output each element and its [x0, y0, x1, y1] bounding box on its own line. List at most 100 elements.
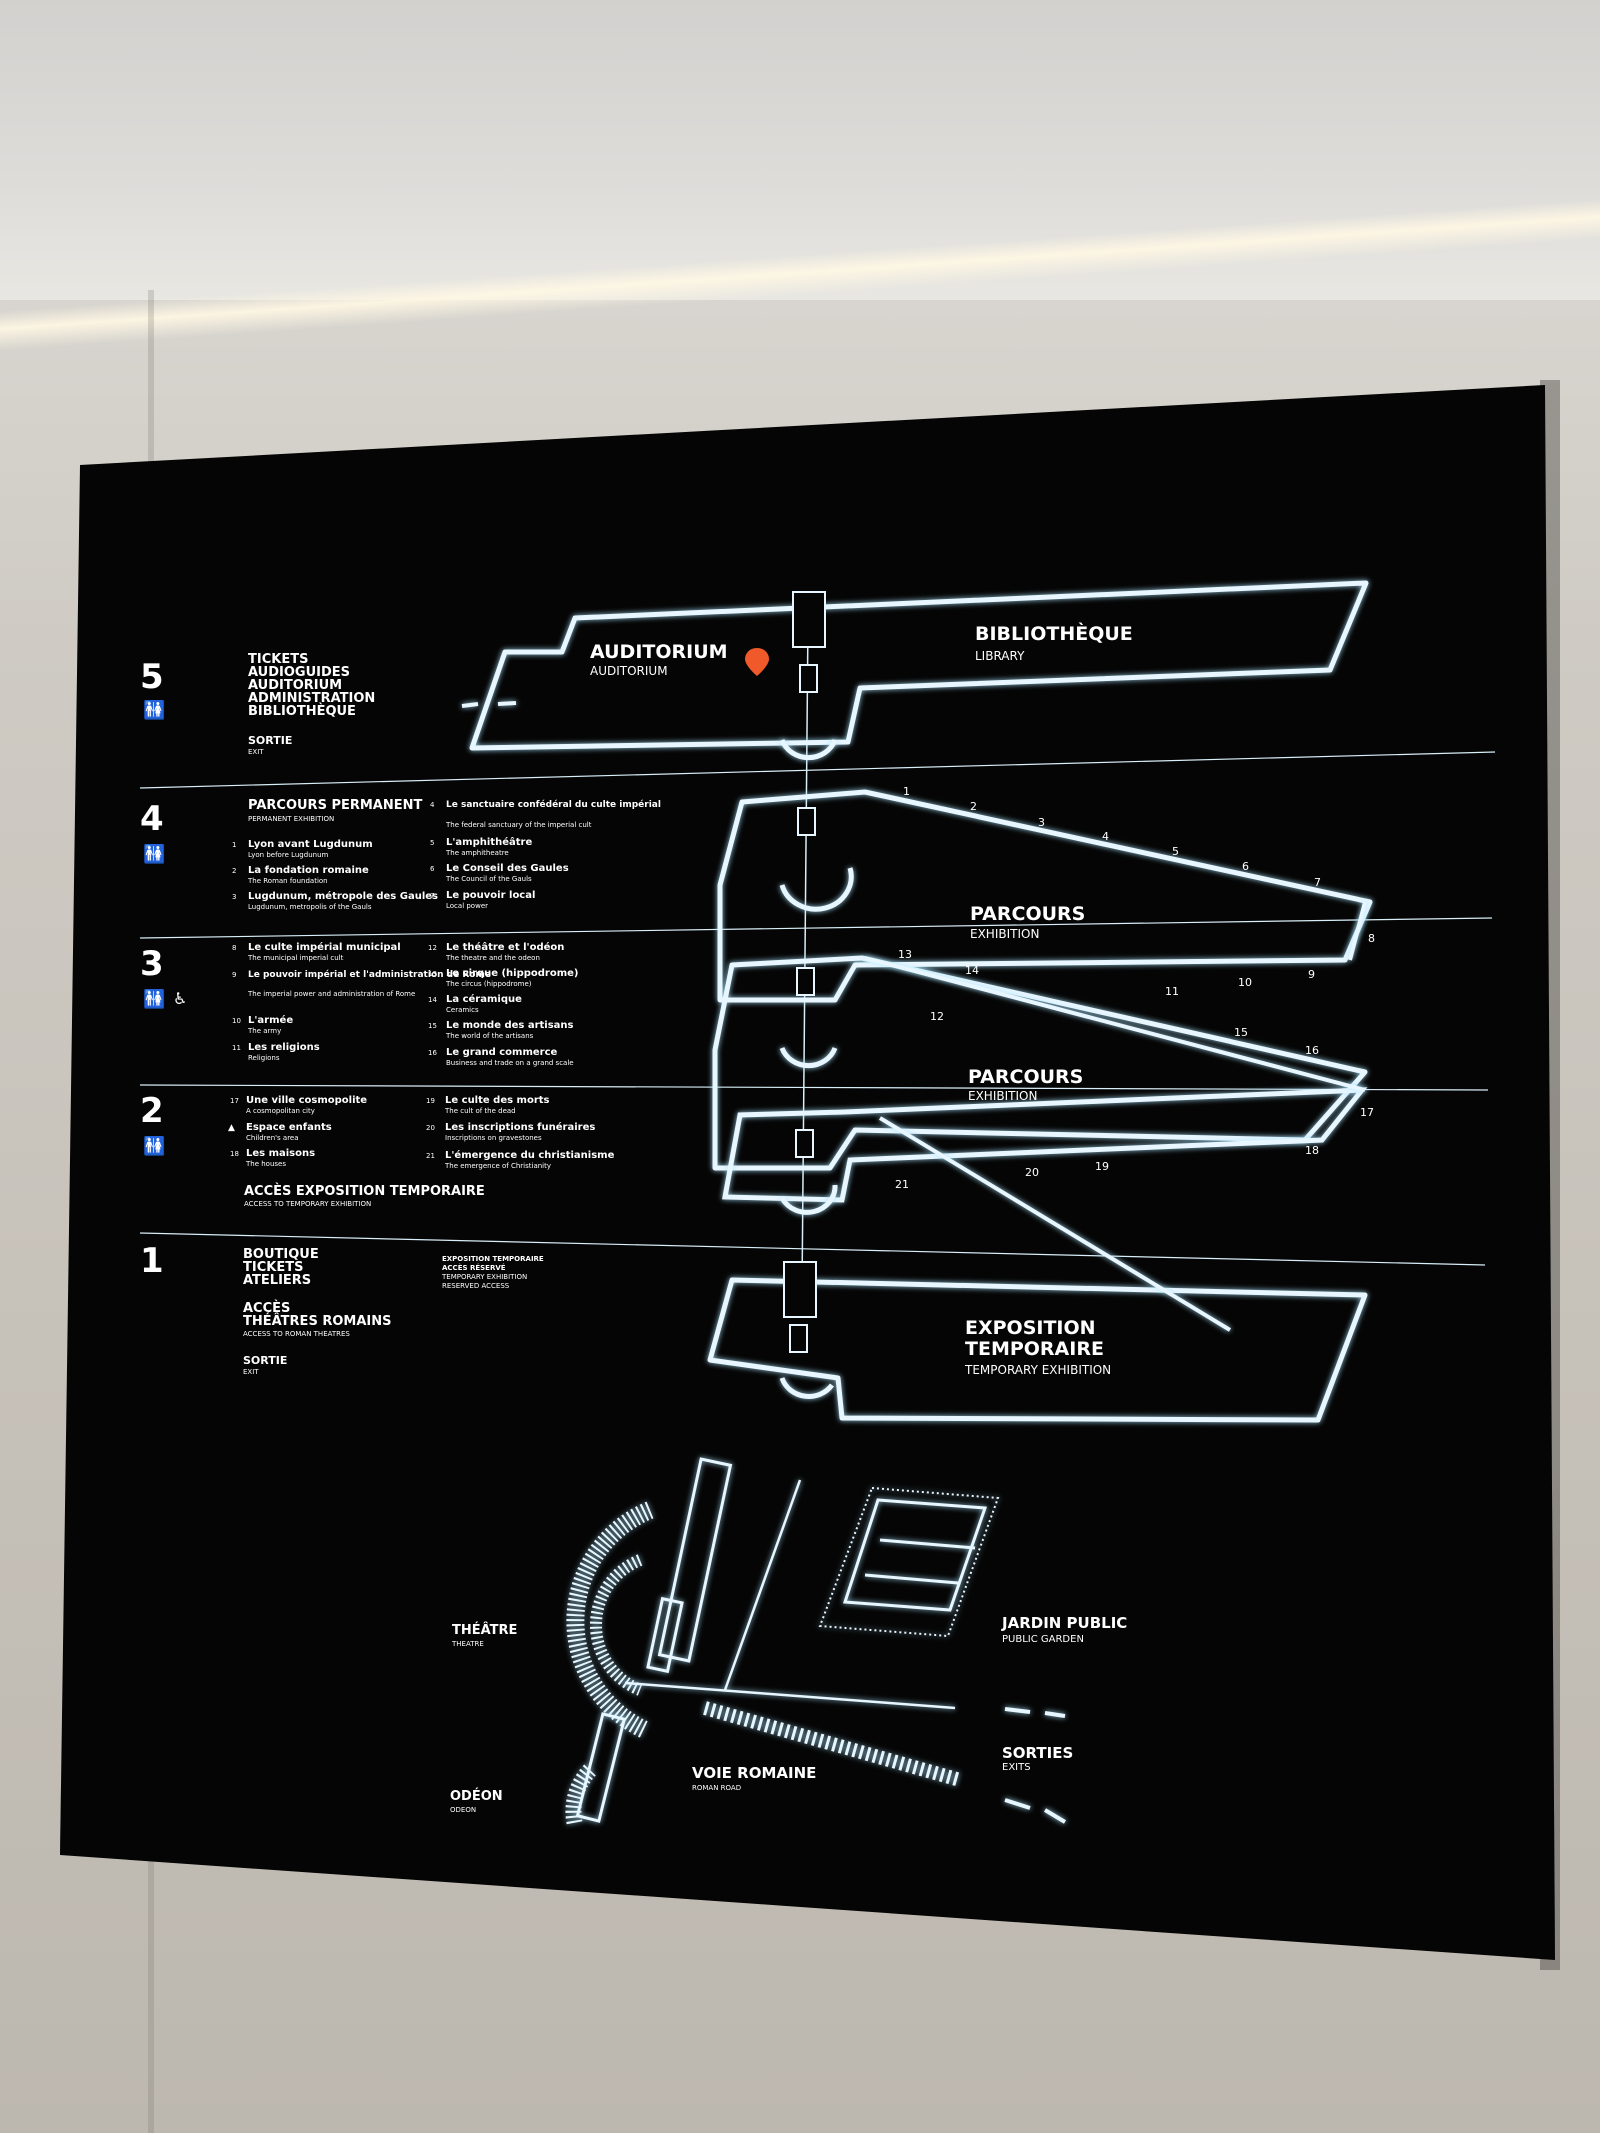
level-1-services: BOUTIQUE TICKETS ATELIERS ACCÈS THÉÂTRES…: [243, 1247, 544, 1376]
restroom-icon: 🚻: [143, 843, 165, 865]
roman-road-drawing: [703, 1701, 962, 1787]
odeon-drawing: [565, 1712, 627, 1827]
service-text: ATELIERS: [243, 1273, 311, 1288]
exhibit-name: Le monde des artisans: [446, 1020, 574, 1031]
route-number: 21: [895, 1178, 909, 1191]
level-2-number: 2: [140, 1091, 164, 1131]
exhibit-name-en: The circus (hippodrome): [445, 980, 532, 988]
route-number: 11: [1165, 985, 1179, 998]
lift-icon-3: [796, 967, 815, 996]
route-numbers: 1 2 3 4 5 6 7 8 9 10 11 12 13 14 15 16 1…: [895, 785, 1375, 1191]
lift-icon-5: [799, 664, 818, 693]
level-2-exhibits: 17 Une ville cosmopolite A cosmopolitan …: [228, 1095, 615, 1208]
exhibit-number: 17: [230, 1097, 239, 1105]
public-garden-drawing: [818, 1486, 1000, 1638]
exit-label: SORTIE: [243, 1354, 287, 1367]
library-label: BIBLIOTHÈQUE: [975, 622, 1133, 645]
reserved-access-text: TEMPORARY EXHIBITION: [441, 1273, 527, 1281]
reserved-access-text: EXPOSITION TEMPORAIRE: [442, 1255, 544, 1263]
exhibit-name-en: A cosmopolitan city: [246, 1107, 315, 1115]
level-4-exhibits: PARCOURS PERMANENT PERMANENT EXHIBITION …: [232, 798, 661, 911]
exhibit-number: 10: [232, 1017, 241, 1025]
exhibit-name-en: Children's area: [246, 1134, 299, 1142]
lift-icon-1: [789, 1324, 808, 1353]
exhibit-name: Lugdunum, métropole des Gaules: [248, 890, 438, 902]
temporary-access-label-en: ACCESS TO TEMPORARY EXHIBITION: [244, 1200, 371, 1208]
roman-theatre-drawing: [566, 1457, 733, 1739]
route-junction: [1348, 901, 1367, 961]
exhibition-label-lower-en: EXHIBITION: [968, 1089, 1037, 1103]
exhibit-name: Le pouvoir local: [446, 890, 535, 901]
exits-label: SORTIES: [1002, 1744, 1073, 1762]
restroom-icon: 🚻: [143, 988, 165, 1010]
exhibit-name: Les inscriptions funéraires: [445, 1121, 595, 1133]
exhibit-name: Une ville cosmopolite: [246, 1095, 367, 1106]
exhibit-name: Le culte des morts: [445, 1095, 550, 1106]
route-number: 9: [1308, 968, 1315, 981]
level-3-number: 3: [140, 944, 164, 984]
route-number: 17: [1360, 1106, 1374, 1119]
exhibit-name: La céramique: [446, 993, 522, 1005]
exhibit-name-en: The world of the artisans: [445, 1032, 534, 1040]
exhibit-number: 18: [230, 1150, 239, 1158]
exhibit-number: 2: [232, 867, 236, 875]
level-5-services: TICKETS AUDIOGUIDES AUDITORIUM ADMINISTR…: [248, 652, 375, 756]
auditorium-label-en: AUDITORIUM: [590, 664, 668, 678]
exhibit-number: 14: [428, 996, 437, 1004]
level-separators: [139, 751, 1496, 1266]
stair-1: [779, 1377, 835, 1399]
exhibit-name: Les religions: [248, 1042, 320, 1053]
public-garden-label-en: PUBLIC GARDEN: [1002, 1634, 1084, 1645]
level-3-exhibits: 8 Le culte impérial municipal The munici…: [232, 941, 579, 1067]
accessibility-icon: ♿: [173, 989, 187, 1008]
exhibit-name-en: The army: [247, 1027, 281, 1035]
exhibit-name-en: The cult of the dead: [444, 1107, 516, 1115]
exhibit-name-en: The Council of the Gauls: [445, 875, 532, 883]
exhibition-label-upper-en: EXHIBITION: [970, 927, 1039, 941]
exhibition-label-upper: PARCOURS: [970, 903, 1085, 925]
reserved-access-text: RESERVED ACCESS: [442, 1282, 510, 1290]
exits-label-en: EXITS: [1002, 1762, 1031, 1773]
exhibit-name: Les maisons: [246, 1148, 315, 1159]
restroom-icon: 🚻: [143, 699, 165, 721]
route-number: 13: [898, 948, 912, 961]
route-number: 19: [1095, 1160, 1109, 1173]
exhibit-name-en: Local power: [446, 902, 488, 910]
service-text: BIBLIOTHÈQUE: [248, 703, 356, 719]
exhibit-name: Le Conseil des Gaules: [446, 863, 569, 874]
level-5-number: 5: [140, 657, 164, 697]
exhibit-name-en: Lyon before Lugdunum: [248, 851, 329, 859]
exhibit-number: 15: [428, 1022, 437, 1030]
lift-icon-2: [795, 1129, 814, 1158]
exhibit-name: Lyon avant Lugdunum: [248, 839, 373, 850]
route-number: 4: [1102, 830, 1109, 843]
service-text: AUDIOGUIDES: [248, 665, 350, 680]
route-number: 8: [1368, 932, 1375, 945]
exhibit-number: 7: [430, 892, 434, 900]
elevator-shaft: [801, 619, 809, 1291]
roman-road-label-en: ROMAN ROAD: [692, 1784, 741, 1792]
exit-arrows: [461, 701, 1067, 1824]
reserved-access-text: ACCÈS RÉSERVÉ: [442, 1263, 506, 1272]
auditorium-label: AUDITORIUM: [590, 641, 728, 663]
odeon-label-en: ODEON: [450, 1806, 476, 1814]
exhibit-number: 3: [232, 893, 236, 901]
exhibit-name-en: Lugdunum, metropolis of the Gauls: [248, 903, 372, 911]
route-line-3-2: [864, 956, 1366, 1092]
exhibit-number: 1: [232, 841, 236, 849]
temporary-exhibition-label-en: TEMPORARY EXHIBITION: [964, 1363, 1111, 1377]
exhibit-name: Espace enfants: [246, 1122, 332, 1133]
stair-3: [779, 1047, 838, 1069]
exit-label-en: EXIT: [248, 748, 264, 756]
library-label-en: LIBRARY: [975, 649, 1025, 663]
access-label-en: ACCESS TO ROMAN THEATRES: [243, 1330, 350, 1338]
you-are-here-icon: [745, 648, 769, 676]
exhibit-number: 16: [428, 1049, 437, 1057]
route-number: 2: [970, 800, 977, 813]
exhibit-number: 8: [232, 944, 236, 952]
exhibit-name: Le cirque (hippodrome): [446, 968, 579, 979]
exhibit-name: La fondation romaine: [248, 865, 369, 876]
route-number: 15: [1234, 1026, 1248, 1039]
theatre-label: THÉÂTRE: [452, 1622, 517, 1638]
